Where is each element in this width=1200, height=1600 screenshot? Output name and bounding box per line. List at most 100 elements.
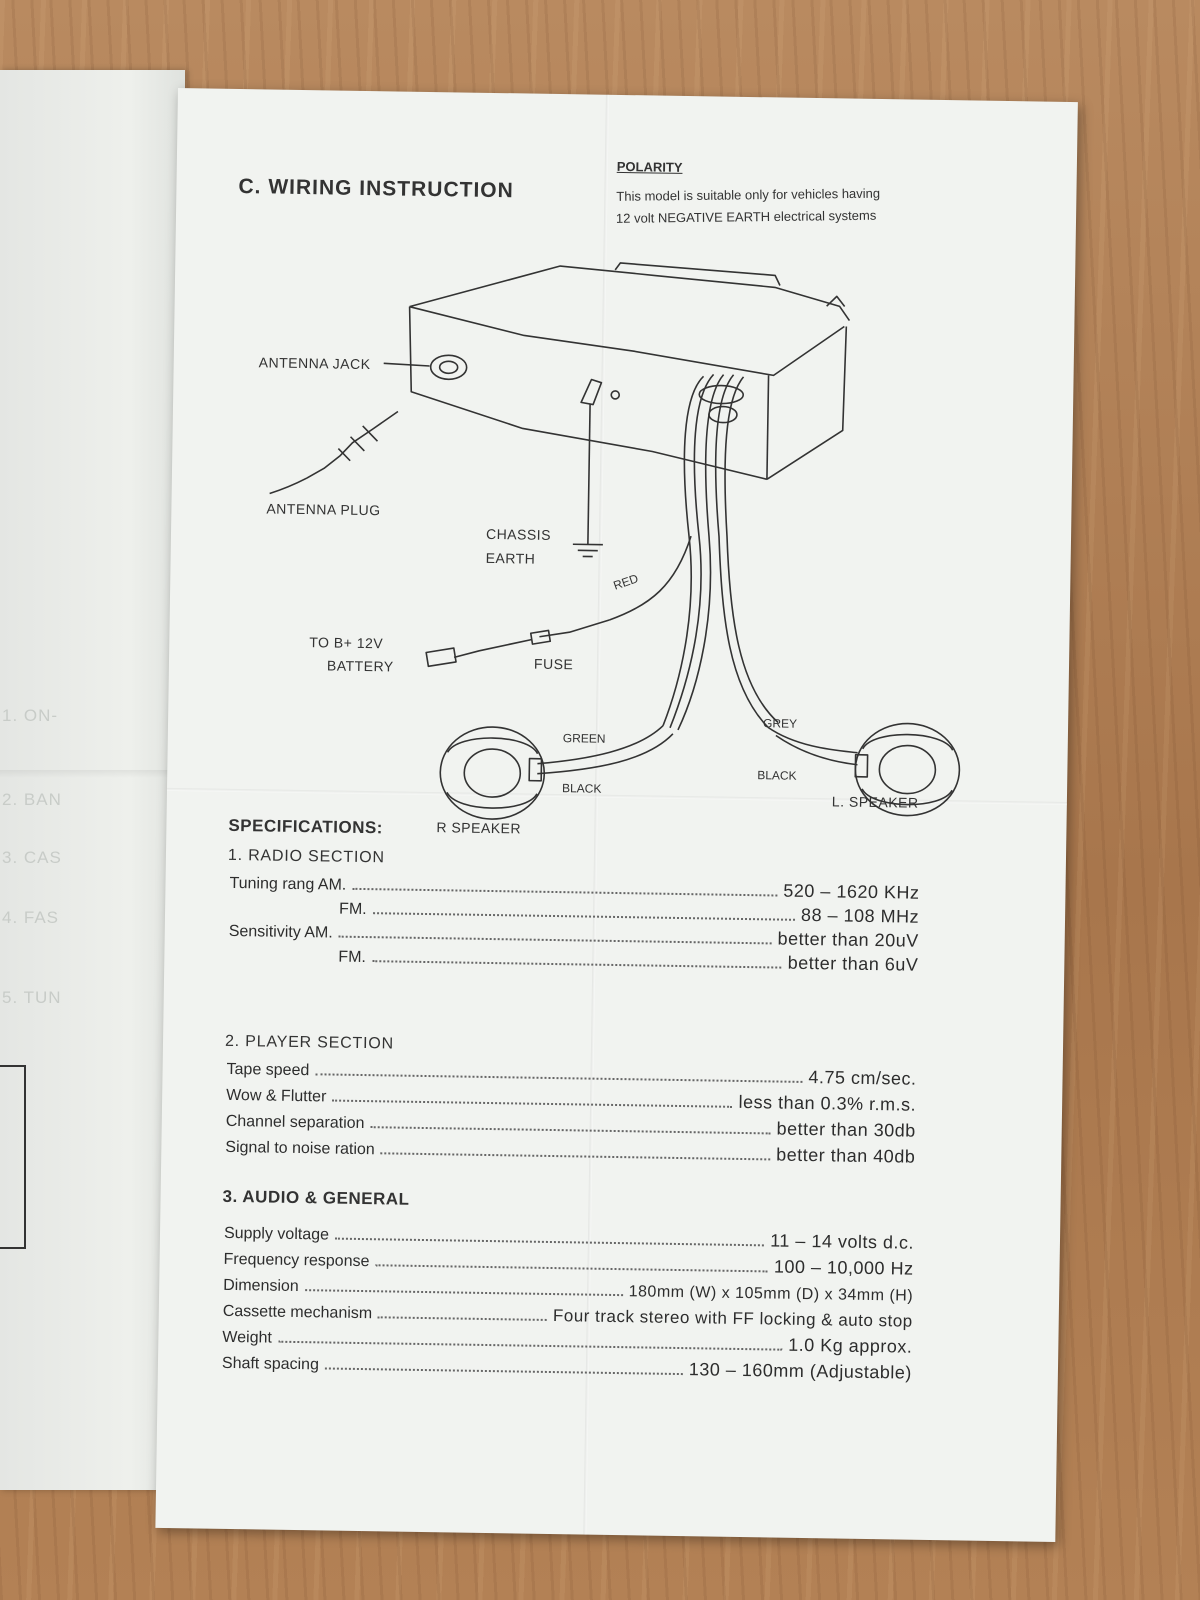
black-left-label: BLACK bbox=[562, 781, 602, 796]
player-section-heading: 2. PLAYER SECTION bbox=[224, 1032, 395, 1053]
unit-top-edge bbox=[409, 265, 851, 322]
radio-section-heading: 1. RADIO SECTION bbox=[227, 846, 385, 867]
antenna-jack-inner bbox=[438, 360, 459, 375]
spec-value: Four track stereo with FF locking & auto… bbox=[552, 1306, 913, 1331]
grey-label: GREY bbox=[763, 716, 797, 731]
r-speaker-icon bbox=[439, 726, 546, 820]
ghost-text: 1. ON- bbox=[2, 706, 59, 725]
r-speaker-cone bbox=[463, 748, 522, 798]
earth-terminal-icon bbox=[580, 378, 603, 406]
spec-label: FM. bbox=[338, 948, 367, 967]
green-wire bbox=[537, 725, 664, 765]
spec-value: better than 6uV bbox=[787, 952, 919, 975]
instruction-sheet: C. WIRING INSTRUCTION POLARITY This mode… bbox=[155, 88, 1078, 1542]
antenna-jack-icon bbox=[429, 354, 468, 381]
spec-label: Channel separation bbox=[225, 1112, 365, 1133]
black-wire-right bbox=[775, 734, 858, 766]
antenna-jack-label: ANTENNA JACK bbox=[259, 354, 371, 372]
spec-value: better than 30db bbox=[776, 1118, 916, 1141]
antenna-plug-icon bbox=[306, 410, 399, 479]
leader-dots bbox=[277, 1340, 783, 1351]
leader-dots bbox=[371, 960, 782, 969]
leader-dots bbox=[304, 1289, 623, 1297]
audio-section-heading: 3. AUDIO & GENERAL bbox=[222, 1186, 410, 1209]
screw-icon bbox=[610, 390, 621, 400]
harness-cable-3 bbox=[677, 374, 725, 731]
spec-value: 100 – 10,000 Hz bbox=[773, 1256, 914, 1279]
spec-label: Tape speed bbox=[226, 1060, 310, 1080]
leader-dots bbox=[324, 1367, 683, 1376]
earth-wire bbox=[587, 404, 591, 545]
antenna-cable bbox=[269, 477, 308, 495]
polarity-line-1: This model is suitable only for vehicles… bbox=[616, 185, 881, 204]
unit-front-top-edge bbox=[409, 305, 845, 377]
black-right-label: BLACK bbox=[757, 768, 797, 783]
battery-label-1: TO B+ 12V bbox=[309, 634, 383, 651]
harness-clamp bbox=[698, 384, 745, 405]
leader-dots bbox=[380, 1152, 771, 1161]
l-speaker-cone bbox=[878, 744, 937, 795]
unit-rear-knob bbox=[826, 295, 846, 307]
leader-dots bbox=[375, 1264, 768, 1273]
unit-front-bottom-edge bbox=[408, 306, 768, 481]
ghost-text: 2. BAN bbox=[2, 790, 62, 809]
battery-wire bbox=[453, 638, 532, 659]
battery-connector-icon bbox=[425, 647, 457, 668]
polarity-line-2: 12 volt NEGATIVE EARTH electrical system… bbox=[615, 207, 877, 226]
leader-dots bbox=[332, 1099, 733, 1108]
spec-value: 520 – 1620 KHz bbox=[783, 880, 920, 903]
spec-label: Cassette mechanism bbox=[222, 1302, 373, 1323]
earth-label: EARTH bbox=[486, 550, 536, 567]
fuse-icon bbox=[529, 629, 552, 645]
leader-dots bbox=[334, 1237, 765, 1247]
unit-top-rail bbox=[614, 262, 781, 286]
fold-line bbox=[0, 770, 185, 778]
harness-cable-1 bbox=[662, 375, 705, 726]
spec-value: 1.0 Kg approx. bbox=[788, 1334, 913, 1357]
unit-side-edge bbox=[766, 326, 848, 480]
spec-label: FM. bbox=[338, 900, 367, 919]
antenna-jack-leader bbox=[383, 362, 430, 367]
spec-value: 88 – 108 MHz bbox=[800, 904, 920, 927]
green-label: GREEN bbox=[563, 731, 606, 746]
left-folded-panel: 1. ON- 2. BAN 3. CAS 4. FAS 5. TUN bbox=[0, 70, 185, 1490]
leader-dots bbox=[378, 1316, 547, 1321]
spec-value: better than 20uV bbox=[777, 928, 919, 951]
chassis-label: CHASSIS bbox=[486, 526, 551, 543]
ghost-text: 3. CAS bbox=[2, 848, 62, 867]
spec-value: less than 0.3% r.m.s. bbox=[738, 1091, 917, 1115]
red-label: RED bbox=[612, 571, 641, 593]
battery-label-2: BATTERY bbox=[327, 657, 394, 674]
unit-corner-edge bbox=[766, 375, 770, 480]
grey-wire bbox=[767, 726, 858, 754]
fuse-label: FUSE bbox=[534, 656, 574, 673]
antenna-plug-label: ANTENNA PLUG bbox=[266, 500, 380, 518]
ghost-box bbox=[0, 1065, 26, 1249]
spec-label: Dimension bbox=[223, 1276, 299, 1296]
ghost-text: 5. TUN bbox=[2, 988, 62, 1007]
spec-label: Sensitivity AM. bbox=[228, 922, 333, 942]
spec-value: 180mm (W) x 105mm (D) x 34mm (H) bbox=[628, 1283, 914, 1305]
spec-label: Frequency response bbox=[223, 1250, 370, 1271]
leader-dots bbox=[315, 1073, 803, 1083]
harness-cable-2 bbox=[669, 373, 715, 729]
r-speaker-label: R SPEAKER bbox=[436, 819, 521, 836]
wiring-title: C. WIRING INSTRUCTION bbox=[238, 174, 514, 203]
spec-label: Supply voltage bbox=[223, 1224, 330, 1244]
spec-value: 130 – 160mm (Adjustable) bbox=[688, 1359, 913, 1383]
harness-clamp-2 bbox=[708, 405, 738, 424]
red-wire bbox=[609, 535, 692, 621]
r-speaker-terminal bbox=[528, 757, 543, 782]
polarity-heading: POLARITY bbox=[616, 158, 683, 175]
spec-label: Shaft spacing bbox=[221, 1354, 320, 1374]
spec-label: Signal to noise ration bbox=[225, 1138, 375, 1159]
harness-cable-5 bbox=[724, 376, 779, 724]
spec-label: Weight bbox=[222, 1328, 273, 1347]
antenna-plug-ribs bbox=[337, 425, 379, 462]
l-speaker-terminal bbox=[854, 753, 869, 778]
black-wire-left bbox=[537, 733, 674, 775]
harness-cable-4 bbox=[714, 374, 769, 728]
specifications-heading: SPECIFICATIONS: bbox=[228, 815, 384, 838]
spec-label: Wow & Flutter bbox=[226, 1086, 327, 1106]
spec-value: 4.75 cm/sec. bbox=[808, 1067, 917, 1089]
